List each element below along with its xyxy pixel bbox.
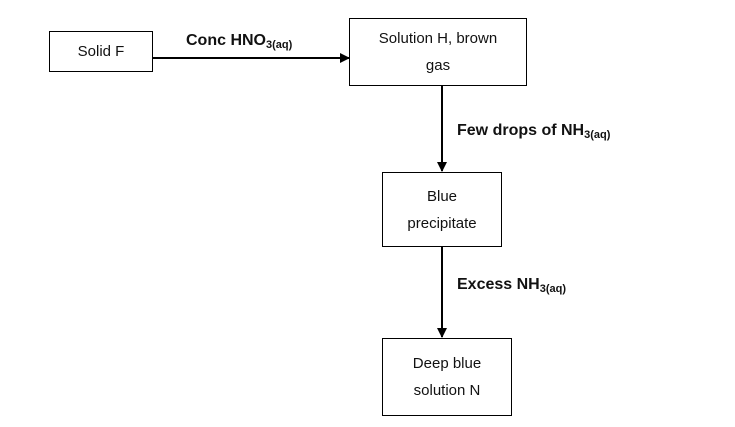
edge-label-excess-nh3: Excess NH3(aq) [457,276,566,295]
edge-label-excess-nh3-text: Excess NH [457,276,540,293]
edge-label-conc-hno3-text: Conc HNO [186,32,266,49]
node-solution-h: Solution H, brown gas [349,18,527,86]
edge-label-few-drops-nh3: Few drops of NH3(aq) [457,122,610,141]
node-solid-f-line-1: Solid F [77,43,125,60]
node-solution-h-line-1: Solution H, brown [378,30,498,47]
node-blue-precipitate: Blue precipitate [382,172,502,247]
node-solid-f: Solid F [49,31,153,72]
node-deep-blue-solution: Deep blue solution N [382,338,512,416]
node-deep-blue-solution-line-1: Deep blue [412,355,482,372]
edge-label-conc-hno3: Conc HNO3(aq) [186,32,292,51]
node-blue-precipitate-line-2: precipitate [407,214,477,232]
node-deep-blue-solution-line-2: solution N [413,382,481,399]
edge-label-conc-hno3-subscript: 3(aq) [266,39,293,51]
edge-label-few-drops-nh3-text: Few drops of NH [457,122,585,139]
node-solution-h-line-2: gas [425,57,451,74]
node-blue-precipitate-line-1: Blue [426,187,458,205]
edge-label-few-drops-nh3-subscript: 3(aq) [584,129,611,141]
edge-label-excess-nh3-subscript: 3(aq) [539,283,566,295]
